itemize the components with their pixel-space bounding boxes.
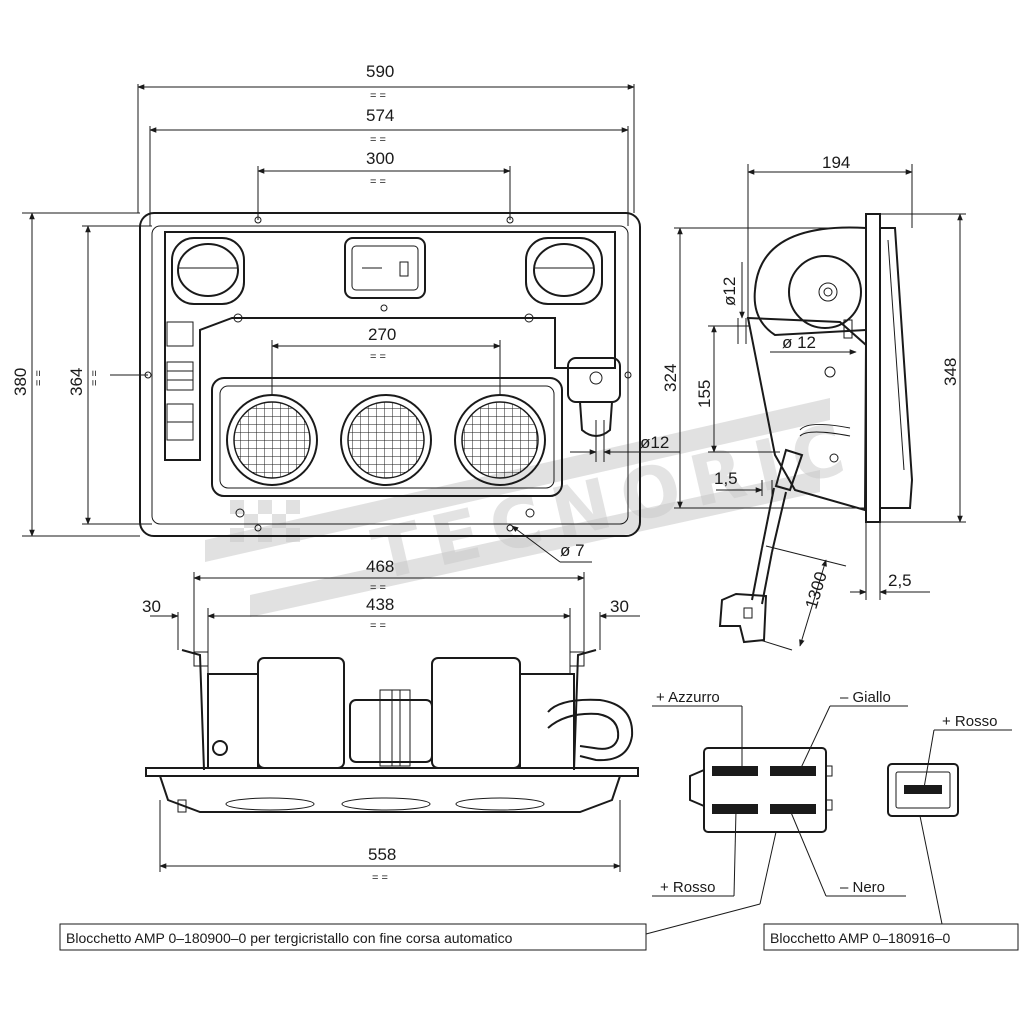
dim-194: 194	[822, 153, 850, 172]
dim-side-2-5: 2,5	[888, 571, 912, 590]
dim-1300: 1300	[802, 569, 831, 611]
eq-380: = =	[33, 370, 45, 386]
pin-azzurro	[712, 766, 758, 776]
dim-270: 270	[368, 325, 396, 344]
caption-connector-single: Blocchetto AMP 0–180916–0	[770, 930, 951, 946]
fan-grille-3	[454, 394, 546, 486]
connector-amp-1pin	[887, 763, 959, 817]
eq-364: = =	[89, 370, 101, 386]
eq-438: = =	[370, 620, 386, 632]
control-knob	[567, 357, 621, 437]
bottom-view	[145, 649, 639, 813]
dim-hole-7: ø 7	[560, 541, 585, 560]
front-view	[139, 212, 641, 537]
dim-30-left: 30	[142, 597, 161, 616]
round-vent-left	[171, 237, 245, 305]
dim-300: 300	[366, 149, 394, 168]
label-azzurro: + Azzurro	[656, 689, 720, 706]
side-view-dimensions: 194 324 348 155 ø12 ø 12 1,5 2,5 1300	[661, 153, 966, 651]
caption-box-right: Blocchetto AMP 0–180916–0	[763, 923, 1019, 951]
round-vent-right	[525, 237, 603, 305]
connector-amp-4pin	[689, 747, 833, 833]
caption-connector-wiper: Blocchetto AMP 0–180900–0 per tergicrist…	[66, 930, 513, 946]
label-nero: – Nero	[840, 879, 885, 896]
caption-box-left: Blocchetto AMP 0–180900–0 per tergicrist…	[59, 923, 647, 951]
dim-574: 574	[366, 106, 394, 125]
dim-30-right: 30	[610, 597, 629, 616]
bottom-view-dimensions: 468 = = 438 = = 30 30 558 = =	[142, 557, 640, 884]
dim-590: 590	[366, 62, 394, 81]
dim-324: 324	[661, 364, 680, 392]
switch-panel	[166, 321, 194, 441]
pin-rosso	[712, 804, 758, 814]
pin-nero	[770, 804, 816, 814]
label-rosso-left: + Rosso	[660, 879, 715, 896]
dim-468: 468	[366, 557, 394, 576]
center-display	[344, 237, 426, 299]
dim-380: 380	[11, 368, 30, 396]
front-view-dimensions: 590 = = 574 = = 300 = = 270 = = 380 = = …	[11, 62, 680, 563]
watermark-text: TECNORIC	[365, 406, 863, 597]
eq-574: = =	[370, 134, 386, 146]
dim-side-1-5: 1,5	[714, 469, 738, 488]
pin-rosso-single	[904, 785, 942, 794]
side-cable	[718, 487, 787, 644]
fan-grille-2	[340, 394, 432, 486]
dim-558: 558	[368, 845, 396, 864]
dim-155: 155	[695, 380, 714, 408]
wire-leaders: + Azzurro – Giallo + Rosso – Nero + Ross…	[645, 689, 1012, 935]
dim-348: 348	[941, 358, 960, 386]
fan-grille-1	[226, 394, 318, 486]
eq-270: = =	[370, 351, 386, 363]
dim-hole-12: ø12	[640, 433, 669, 452]
eq-590: = =	[370, 90, 386, 102]
pin-giallo	[770, 766, 816, 776]
label-giallo: – Giallo	[840, 689, 891, 706]
dim-side-d12: ø 12	[782, 333, 816, 352]
label-rosso-right: + Rosso	[942, 713, 997, 730]
dim-side-d12-vertical: ø12	[720, 277, 739, 306]
eq-300: = =	[370, 176, 386, 188]
eq-468: = =	[370, 582, 386, 594]
dim-364: 364	[67, 368, 86, 396]
dim-438: 438	[366, 595, 394, 614]
eq-558: = =	[372, 872, 388, 884]
side-view	[718, 213, 914, 644]
